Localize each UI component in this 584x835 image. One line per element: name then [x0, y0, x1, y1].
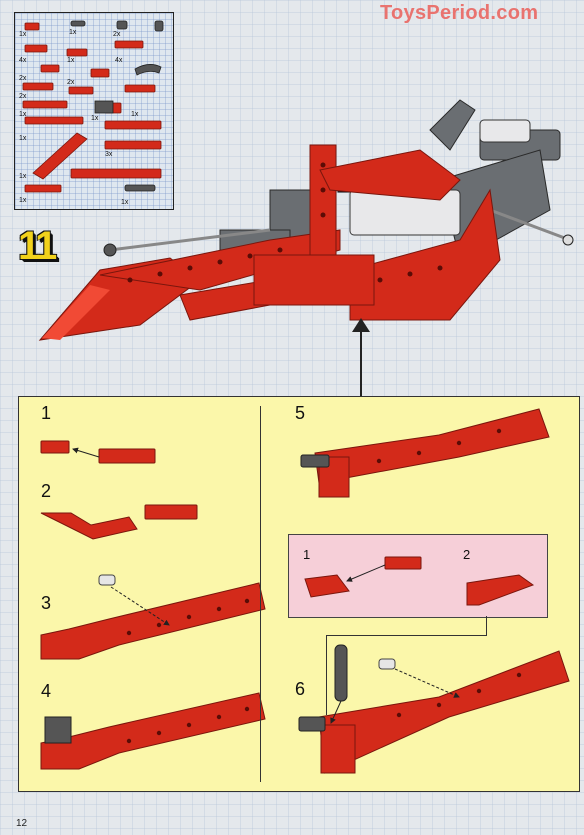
substep-5-number: 5: [295, 403, 306, 423]
substep-4-number: 4: [41, 681, 52, 701]
inset-connector: [486, 616, 487, 636]
part-qty: 2x: [113, 31, 121, 38]
part-qty: 2x: [19, 75, 27, 82]
part-qty: 2x: [19, 93, 27, 100]
main-step-number: 11: [18, 224, 57, 268]
sub-assembly-illustration: [40, 408, 570, 774]
part-qty: 1x: [19, 31, 27, 38]
part-qty: 3x: [105, 151, 113, 158]
substep-6-number: 6: [295, 679, 306, 699]
inset-step-2-number: 2: [463, 547, 471, 562]
part-qty: 1x: [19, 135, 27, 142]
substep-2-number: 2: [41, 481, 52, 501]
part-qty: 1x: [69, 29, 77, 36]
substep-3-number: 3: [41, 593, 52, 613]
part-qty: 1x: [19, 173, 27, 180]
inset-illustration: [304, 556, 535, 606]
part-qty: 4x: [115, 57, 123, 64]
watermark: ToysPeriod.com: [380, 2, 539, 24]
panel-divider: [260, 406, 261, 782]
part-qty: 1x: [91, 115, 99, 122]
parts-list-box: 1x 1x 2x 4x 1x 4x 2x 2x 2x 1x 1x 1x 1x 3…: [14, 12, 174, 210]
part-qty: 1x: [19, 197, 27, 204]
callout-arrow-icon: [352, 318, 370, 332]
part-qty: 4x: [19, 57, 27, 64]
page-number: 12: [16, 818, 28, 829]
parts-list-illustration: [22, 20, 164, 193]
callout-connector: [360, 322, 362, 396]
inset-connector: [326, 635, 486, 636]
inset-connector: [326, 635, 327, 715]
part-qty: 2x: [67, 79, 75, 86]
part-qty: 1x: [131, 111, 139, 118]
inset-panel: 1 2: [288, 534, 548, 618]
part-qty: 1x: [121, 199, 129, 206]
part-qty: 1x: [67, 57, 75, 64]
inset-step-1-number: 1: [303, 547, 311, 562]
main-model-illustration: [20, 90, 580, 390]
part-qty: 1x: [19, 111, 27, 118]
substep-1-number: 1: [41, 403, 52, 423]
